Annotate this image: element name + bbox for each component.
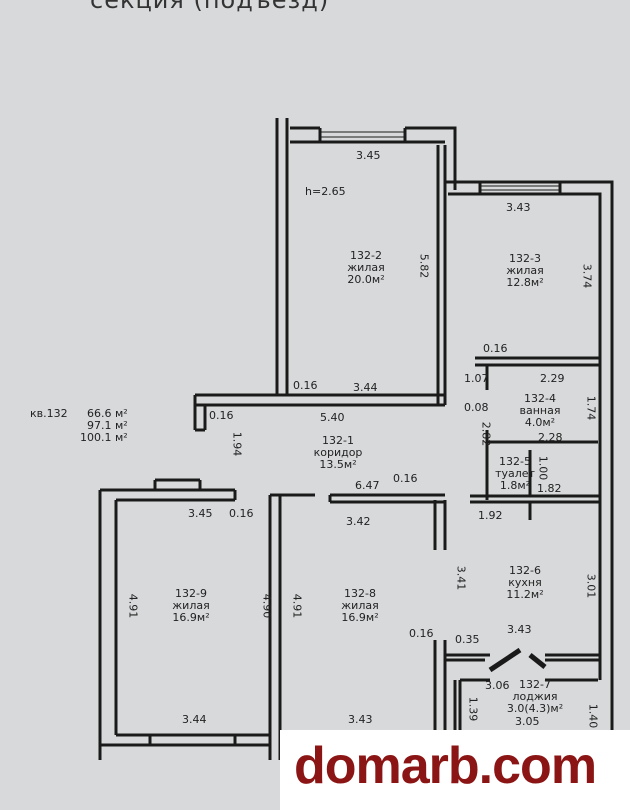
dim: 2.29	[540, 372, 565, 385]
wall	[193, 385, 445, 432]
door-leaf	[488, 647, 547, 673]
room-label-line: кухня	[508, 576, 542, 589]
dim: 3.05	[515, 715, 540, 728]
dim: 3.45	[356, 149, 381, 162]
dim: 3.74	[580, 263, 594, 289]
dim: 0.16	[483, 342, 508, 355]
dim: 3.43	[348, 713, 373, 726]
room-label-line: лоджия	[512, 690, 558, 703]
wall	[433, 640, 600, 760]
room-label-line: 16.9м²	[341, 611, 379, 624]
room-label-line: ванная	[519, 404, 561, 417]
dim: 1.00	[536, 455, 550, 481]
watermark: domarb.com	[280, 730, 630, 810]
dim: 0.16	[393, 472, 418, 485]
dim: 3.43	[506, 201, 531, 214]
dim: 3.44	[182, 713, 207, 726]
wall	[275, 118, 457, 405]
dim: 0.35	[455, 633, 480, 646]
room-label-line: 132-6	[509, 564, 541, 577]
dim: 1.07	[464, 372, 489, 385]
room-label-line: коридор	[313, 446, 363, 459]
dim: 2.28	[538, 431, 563, 444]
dim: 3.43	[507, 623, 532, 636]
dim: 1.82	[537, 482, 562, 495]
room-label-line: 132-7	[519, 678, 551, 691]
wall	[445, 180, 614, 760]
wall	[98, 478, 270, 760]
room-label-line: 132-5	[499, 455, 531, 468]
dim: 4.91	[126, 593, 140, 619]
room-label-line: 132-8	[344, 587, 376, 600]
room-label-line: 132-1	[322, 434, 354, 447]
dim: 4.91	[290, 593, 304, 619]
dim: 0.16	[229, 507, 254, 520]
apartment-number: кв.132	[30, 407, 68, 420]
room-label-line: жилая	[341, 599, 379, 612]
dim: 0.16	[409, 627, 434, 640]
dim: 0.16	[209, 409, 234, 422]
watermark-text: domarb.com	[294, 737, 597, 795]
dim: 0.08	[464, 401, 489, 414]
dim: 2.82	[479, 421, 493, 447]
dim: 3.42	[346, 515, 371, 528]
dim: 3.45	[188, 507, 213, 520]
room-label-line: 3.0(4.3)м²	[506, 702, 564, 715]
room-label-line: туалет	[495, 467, 535, 480]
room-label-line: 132-2	[350, 249, 382, 262]
dim: 0.16	[293, 379, 318, 392]
room-label-line: жилая	[506, 264, 544, 277]
dim: 1.74	[584, 395, 598, 421]
wall	[470, 356, 600, 520]
section-header: секция (подъезд)	[90, 0, 330, 14]
dim: 5.40	[320, 411, 345, 424]
room-label-line: 13.5м²	[319, 458, 357, 471]
room-label-line: 132-4	[524, 392, 556, 405]
room-label-line: 1.8м²	[499, 479, 531, 492]
room-label-line: 4.0м²	[524, 416, 556, 429]
area-living: 66.6 м²	[87, 407, 128, 420]
room-label-line: 20.0м²	[347, 273, 385, 286]
dim: 3.41	[454, 565, 468, 591]
dim: 1.94	[230, 431, 244, 457]
dim: 1.39	[466, 696, 480, 722]
apartment-areas: 66.6 м² 97.1 м² 100.1 м²	[80, 408, 128, 444]
room-label-line: 11.2м²	[506, 588, 544, 601]
wall	[268, 493, 447, 760]
dim: 4.90	[260, 593, 274, 619]
dim: 1.40	[586, 703, 600, 729]
dim: 3.44	[353, 381, 378, 394]
ceiling-height: h=2.65	[305, 185, 346, 198]
room-label-line: жилая	[172, 599, 210, 612]
dim: 3.06	[485, 679, 510, 692]
room-label-line: 132-9	[175, 587, 207, 600]
area-total: 97.1 м²	[87, 419, 128, 432]
dim: 5.82	[417, 253, 431, 279]
room-label-line: 132-3	[509, 252, 541, 265]
room-label-line: 12.8м²	[506, 276, 544, 289]
dim: 1.92	[478, 509, 503, 522]
dim: 3.01	[584, 573, 598, 599]
window	[320, 131, 405, 138]
room-label-line: 16.9м²	[172, 611, 210, 624]
area-total-loggia: 100.1 м²	[80, 431, 128, 444]
dim: 6.47	[355, 479, 380, 492]
window	[480, 185, 560, 191]
room-label-line: жилая	[347, 261, 385, 274]
